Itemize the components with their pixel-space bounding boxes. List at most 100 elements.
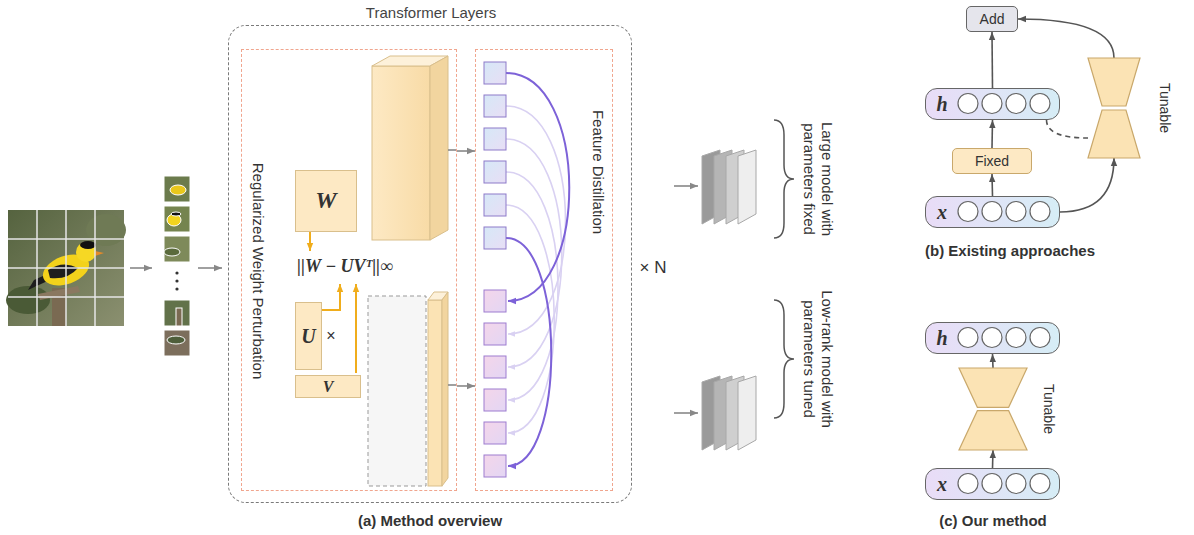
image-patches — [170, 185, 186, 195]
panel-caption: (b) Existing approaches — [925, 242, 1095, 260]
flow-arrow — [198, 267, 222, 269]
hourglass-shape — [959, 368, 1027, 450]
node-label: V — [323, 377, 334, 395]
add-box: Add — [966, 6, 1018, 32]
student-tokens — [484, 389, 506, 411]
neuron-circle — [958, 202, 978, 222]
tunable-bottleneck: Tunable — [1088, 58, 1140, 158]
neuron-circle — [958, 94, 978, 114]
low-rank-block — [442, 292, 448, 486]
image-patches — [171, 212, 181, 216]
student-tokens — [484, 290, 506, 477]
image-patches — [176, 308, 182, 326]
flow-arrow — [674, 185, 698, 187]
low-rank-matrix: U — [295, 302, 322, 370]
neuron-circle — [958, 328, 978, 348]
image-patches — [164, 248, 180, 256]
teacher-tokens — [484, 194, 506, 216]
low-rank-block — [368, 292, 448, 486]
hidden-state-row: h — [925, 88, 1060, 120]
ellipsis-dots — [175, 271, 178, 290]
neuron-circle — [1030, 94, 1050, 114]
panel-caption: (c) Our method — [939, 512, 1047, 530]
input-row: x — [925, 196, 1060, 228]
full-weight-block — [372, 56, 448, 240]
full-weight-block — [430, 56, 448, 240]
connector-arrow — [1047, 120, 1089, 138]
layer-stack — [702, 150, 756, 224]
image-patches — [164, 176, 190, 356]
node-label: Transformer Layers — [366, 4, 496, 21]
student-tokens — [484, 356, 506, 378]
layer-stack — [738, 150, 756, 224]
flow-line — [448, 384, 457, 386]
bird-photo — [80, 241, 96, 249]
node-label: x — [937, 473, 947, 496]
perturbation-arrows — [319, 284, 340, 310]
flow-line — [448, 149, 457, 151]
image-patches — [164, 176, 190, 202]
low-rank-block — [428, 300, 442, 486]
hidden-state-row: h — [925, 322, 1060, 354]
image-patches — [167, 336, 185, 344]
student-tokens — [484, 290, 506, 312]
bird-photo — [8, 267, 124, 269]
ellipsis-dots — [175, 271, 178, 274]
node-label: Tunable — [1041, 384, 1057, 434]
neuron-circle — [1006, 94, 1026, 114]
decoder-trapezoid — [959, 368, 1027, 407]
encoder-trapezoid — [959, 411, 1027, 450]
teacher-tokens — [484, 62, 506, 84]
neuron-circle — [982, 202, 1002, 222]
low-rank-matrix: V — [295, 375, 361, 398]
bird-photo — [8, 238, 124, 240]
operator-symbol: × — [326, 326, 335, 345]
teacher-tokens — [484, 95, 506, 117]
image-patches — [164, 300, 190, 326]
ellipsis-dots — [175, 287, 178, 290]
node-label: h — [936, 327, 947, 350]
neuron-circle — [1006, 474, 1026, 494]
neuron-circle — [982, 94, 1002, 114]
bird-photo — [48, 264, 78, 278]
node-label: U — [301, 325, 315, 348]
bird-photo — [76, 242, 96, 262]
bird-photo — [6, 210, 126, 326]
node-label: x — [937, 201, 947, 224]
bird-photo — [86, 214, 126, 246]
layer-stack — [702, 376, 756, 450]
node-label: W — [315, 187, 336, 215]
connector-arrow — [457, 150, 475, 152]
curly-brace — [774, 120, 794, 238]
flow-arrow — [130, 267, 152, 269]
connector-arrow — [992, 450, 994, 468]
student-tokens — [484, 422, 506, 444]
distillation-arcs — [506, 238, 551, 466]
flow-arrow — [674, 412, 698, 414]
teacher-tokens — [484, 227, 506, 249]
image-patches — [164, 330, 190, 356]
feature-distillation-box: Feature Distillation — [475, 49, 613, 491]
connector-arrow — [1060, 158, 1114, 212]
perturbation-arrows — [309, 231, 311, 251]
formula: ||W − UVᵀ||∞ — [297, 256, 393, 278]
curly-brace — [774, 300, 794, 418]
node-label: Tunable — [1157, 83, 1173, 133]
bird-photo — [8, 210, 124, 326]
layer-stack — [738, 376, 756, 450]
student-tokens — [484, 323, 506, 345]
teacher-tokens — [484, 161, 506, 183]
panel-caption: (a) Method overview — [358, 512, 502, 530]
hourglass-shape — [1088, 58, 1140, 158]
node-label: Feature Distillation — [589, 110, 606, 234]
stack-description: Large model with parameters fixed — [800, 114, 836, 244]
node-label: Add — [980, 11, 1005, 27]
neuron-circle — [982, 328, 1002, 348]
perturbation-arrows — [355, 284, 357, 373]
node-label: Regularized Weight Perturbation — [249, 163, 266, 380]
image-patches — [164, 236, 190, 262]
neuron-circle — [958, 474, 978, 494]
neuron-circle — [982, 474, 1002, 494]
image-patches — [164, 206, 190, 232]
